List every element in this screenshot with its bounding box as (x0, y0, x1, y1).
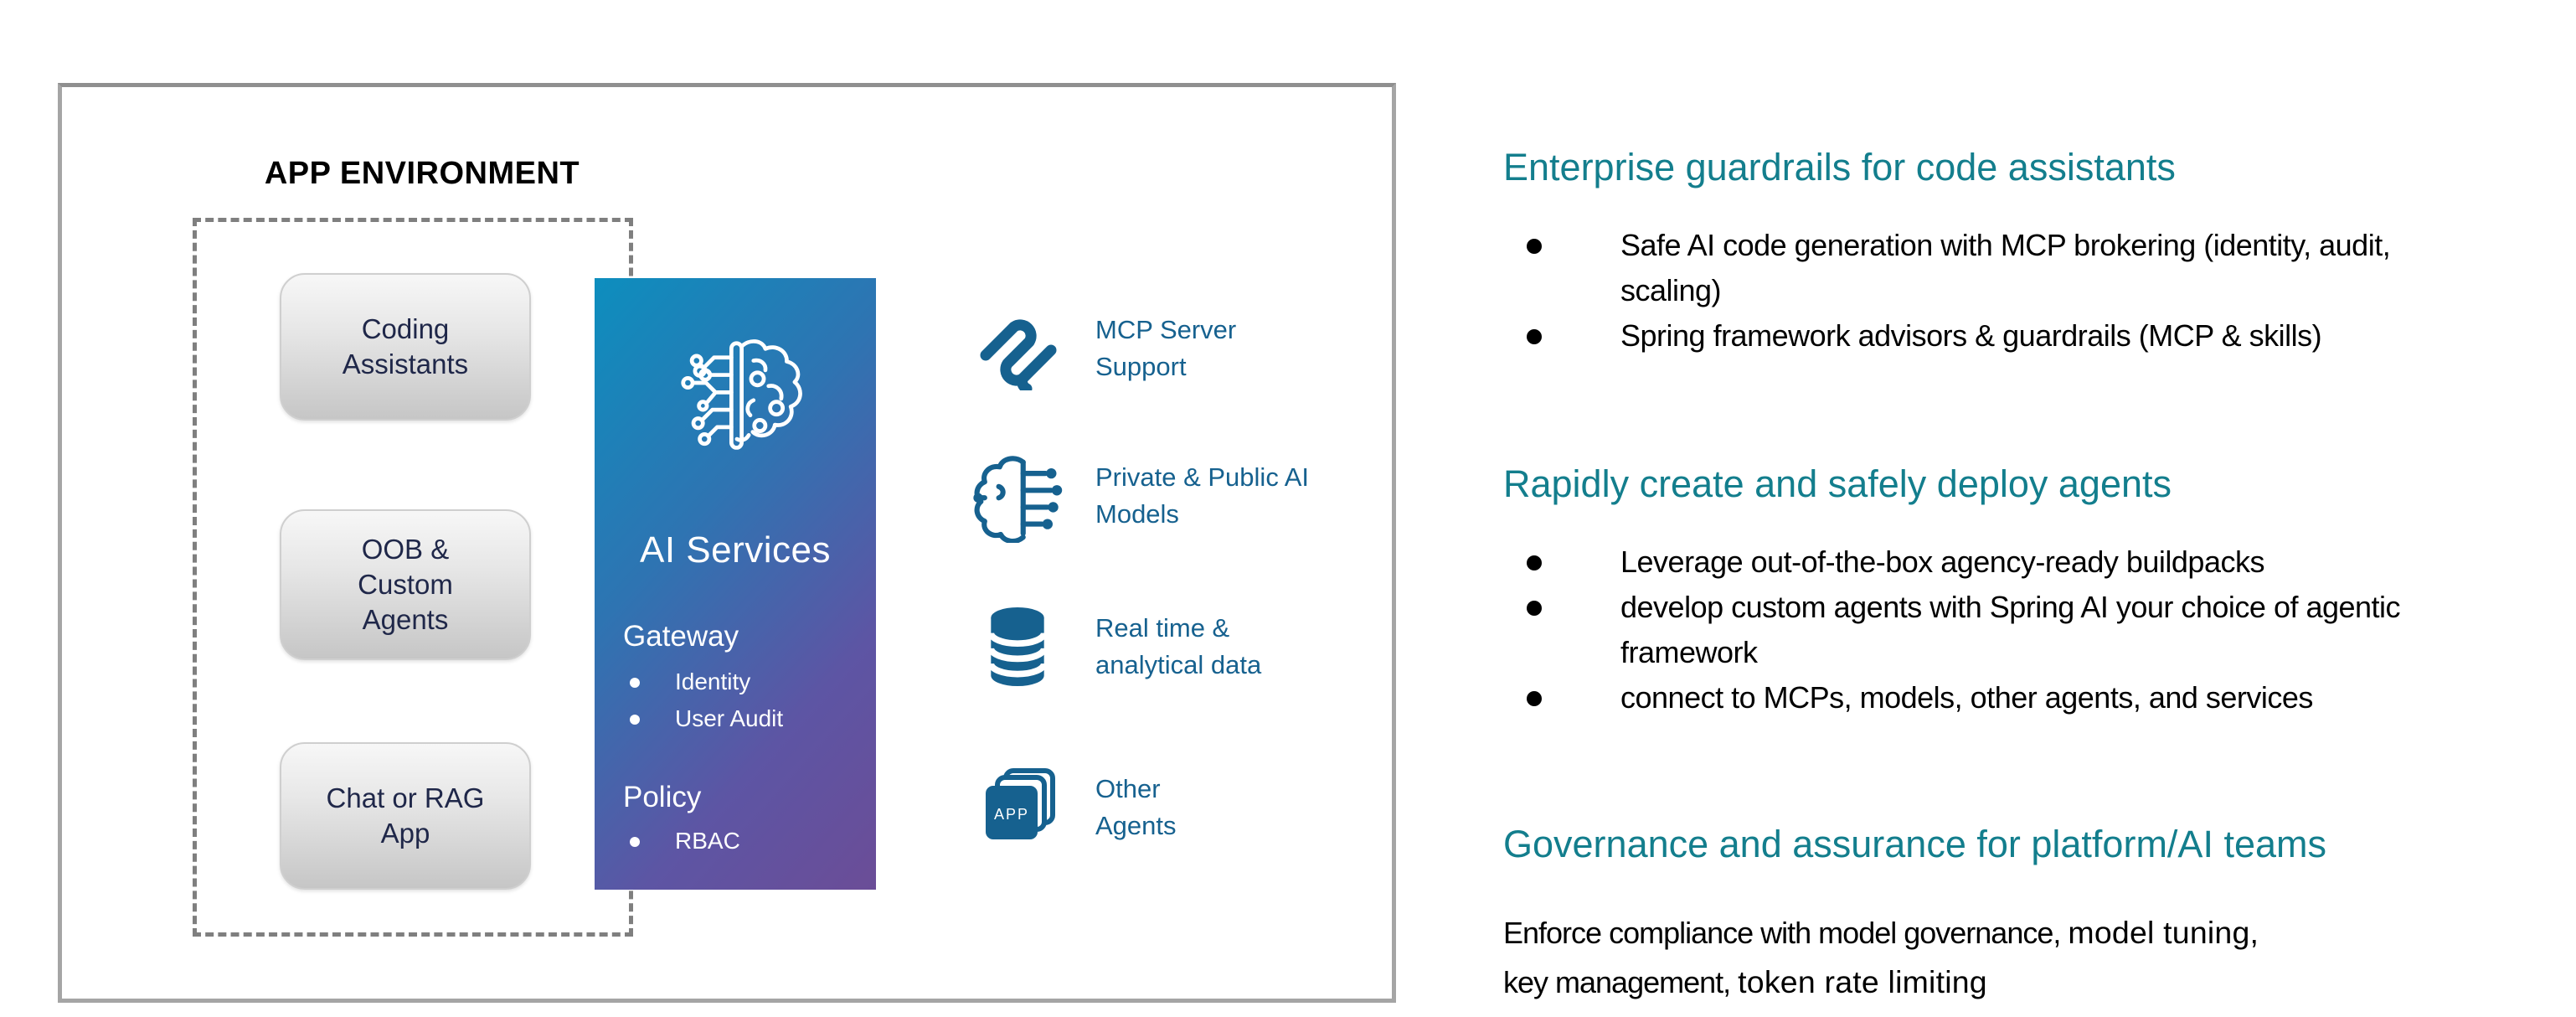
capability-row-mcp-server-support: MCP Server Support (963, 298, 1432, 399)
section-bullet-list: Leverage out-of-the-box agency-ready bui… (1503, 539, 2576, 720)
stacked-apps-icon: APP (963, 764, 1072, 851)
policy-item-rbac: RBAC (623, 823, 740, 860)
app-badge-text: APP (994, 806, 1029, 823)
paragraph-segment: token rate limiting (1738, 964, 1987, 999)
coding-assistants-label: Coding Assistants (342, 312, 469, 379)
section-deploy-agents: Rapidly create and safely deploy agents … (1503, 462, 2576, 720)
app-environment-card: APP ENVIRONMENT Coding Assistants OOB & … (58, 83, 1396, 1003)
ai-models-label: Private & Public AI Models (1095, 462, 1310, 529)
brain-circuit-icon (681, 339, 802, 450)
policy-heading: Policy (623, 781, 702, 813)
bullet-item: connect to MCPs, models, other agents, a… (1503, 675, 2458, 720)
mcp-logo-icon (963, 307, 1072, 390)
chat-or-rag-app-label: Chat or RAG App (326, 782, 485, 849)
bullet-item: Safe AI code generation with MCP brokeri… (1503, 223, 2458, 313)
gateway-item-identity: Identity (623, 663, 783, 700)
policy-list: RBAC (623, 823, 740, 860)
section-heading: Rapidly create and safely deploy agents (1503, 462, 2172, 505)
oob-custom-agents-label: OOB & Custom Agents (358, 533, 453, 636)
mcp-server-support-label: MCP Server Support (1095, 315, 1237, 381)
paragraph-segment: Enforce compliance with model governance… (1503, 916, 2069, 950)
ai-services-panel: AI Services Gateway Identity User Audit … (595, 278, 876, 890)
capability-row-ai-models: Private & Public AI Models (963, 446, 1432, 546)
brain-models-icon (963, 449, 1072, 543)
bullet-item: develop custom agents with Spring AI you… (1503, 585, 2458, 675)
paragraph-segment: key management, (1503, 965, 1739, 999)
governance-paragraph: Enforce compliance with model governance… (1503, 908, 2576, 1007)
coding-assistants-box: Coding Assistants (280, 273, 531, 421)
governance-paragraph-line: key management, token rate limiting (1503, 958, 2576, 1007)
section-heading: Governance and assurance for platform/AI… (1503, 823, 2326, 865)
section-enterprise-guardrails: Enterprise guardrails for code assistant… (1503, 146, 2576, 359)
oob-custom-agents-box: OOB & Custom Agents (280, 509, 531, 660)
governance-paragraph-line: Enforce compliance with model governance… (1503, 908, 2576, 958)
chat-or-rag-app-box: Chat or RAG App (280, 742, 531, 890)
other-agents-label: Other Agents (1095, 774, 1177, 840)
bullet-item: Leverage out-of-the-box agency-ready bui… (1503, 539, 2458, 585)
database-icon (963, 603, 1072, 690)
gateway-list: Identity User Audit (623, 663, 783, 737)
bullet-item: Spring framework advisors & guardrails (… (1503, 313, 2458, 359)
gateway-heading: Gateway (623, 620, 739, 653)
capability-row-data: Real time & analytical data (963, 596, 1432, 697)
section-heading: Enterprise guardrails for code assistant… (1503, 146, 2176, 188)
gateway-item-user-audit: User Audit (623, 700, 783, 737)
section-bullet-list: Safe AI code generation with MCP brokeri… (1503, 223, 2576, 359)
real-time-data-label: Real time & analytical data (1095, 613, 1262, 679)
section-governance: Governance and assurance for platform/AI… (1503, 823, 2576, 1007)
app-environment-title: APP ENVIRONMENT (264, 156, 580, 191)
ai-services-title: AI Services (639, 529, 831, 570)
capability-row-other-agents: APP Other Agents (963, 757, 1432, 858)
paragraph-segment: model tuning, (2068, 915, 2259, 950)
